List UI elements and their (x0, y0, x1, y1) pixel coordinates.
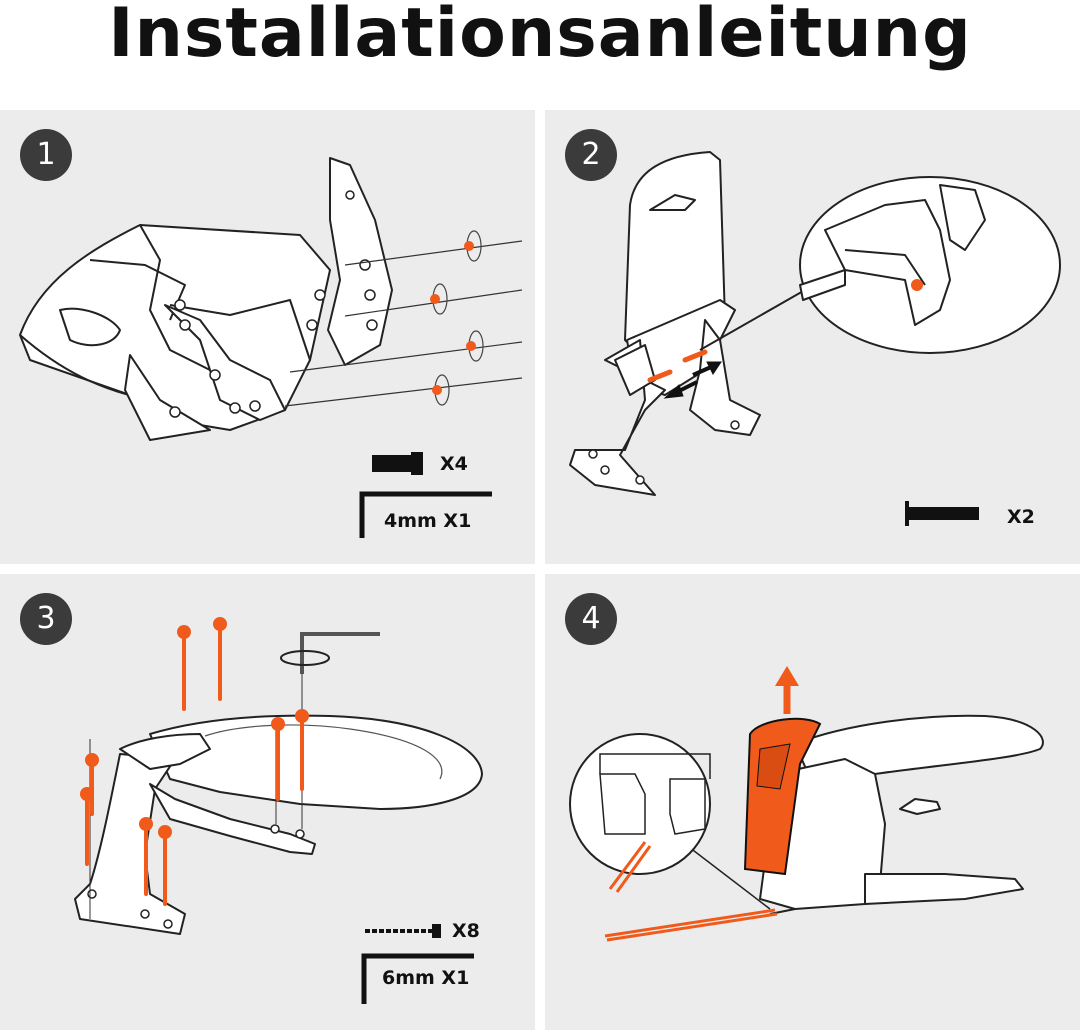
step-number-badge: 3 (20, 593, 72, 645)
step-3-panel: 3 X8 6mm X1 (0, 574, 535, 1030)
step-2-panel: 2 X2 (545, 110, 1080, 564)
allen-key-icon (359, 491, 492, 538)
step-3-illustration (74, 617, 483, 1004)
step-number-badge: 2 (565, 129, 617, 181)
part-quantity: X2 (1007, 506, 1035, 528)
part-quantity: 4mm X1 (384, 510, 472, 532)
screw-icon (365, 924, 441, 938)
step-4-illustration (569, 666, 1044, 942)
part-quantity: X4 (440, 453, 468, 475)
part-quantity: X8 (452, 920, 480, 942)
step-4-panel: 4 (545, 574, 1080, 1030)
step-2-illustration (569, 151, 1061, 526)
part-quantity: 6mm X1 (382, 967, 470, 989)
step-number-badge: 1 (20, 129, 72, 181)
page-title: Installationsanleitung (108, 0, 972, 73)
pin-icon (905, 501, 979, 526)
step-1-illustration (19, 157, 523, 538)
bolt-icon (372, 452, 423, 475)
step-1-panel: 1 X4 4mm X1 (0, 110, 535, 564)
step-number-badge: 4 (565, 593, 617, 645)
allen-key-icon (361, 953, 474, 1004)
